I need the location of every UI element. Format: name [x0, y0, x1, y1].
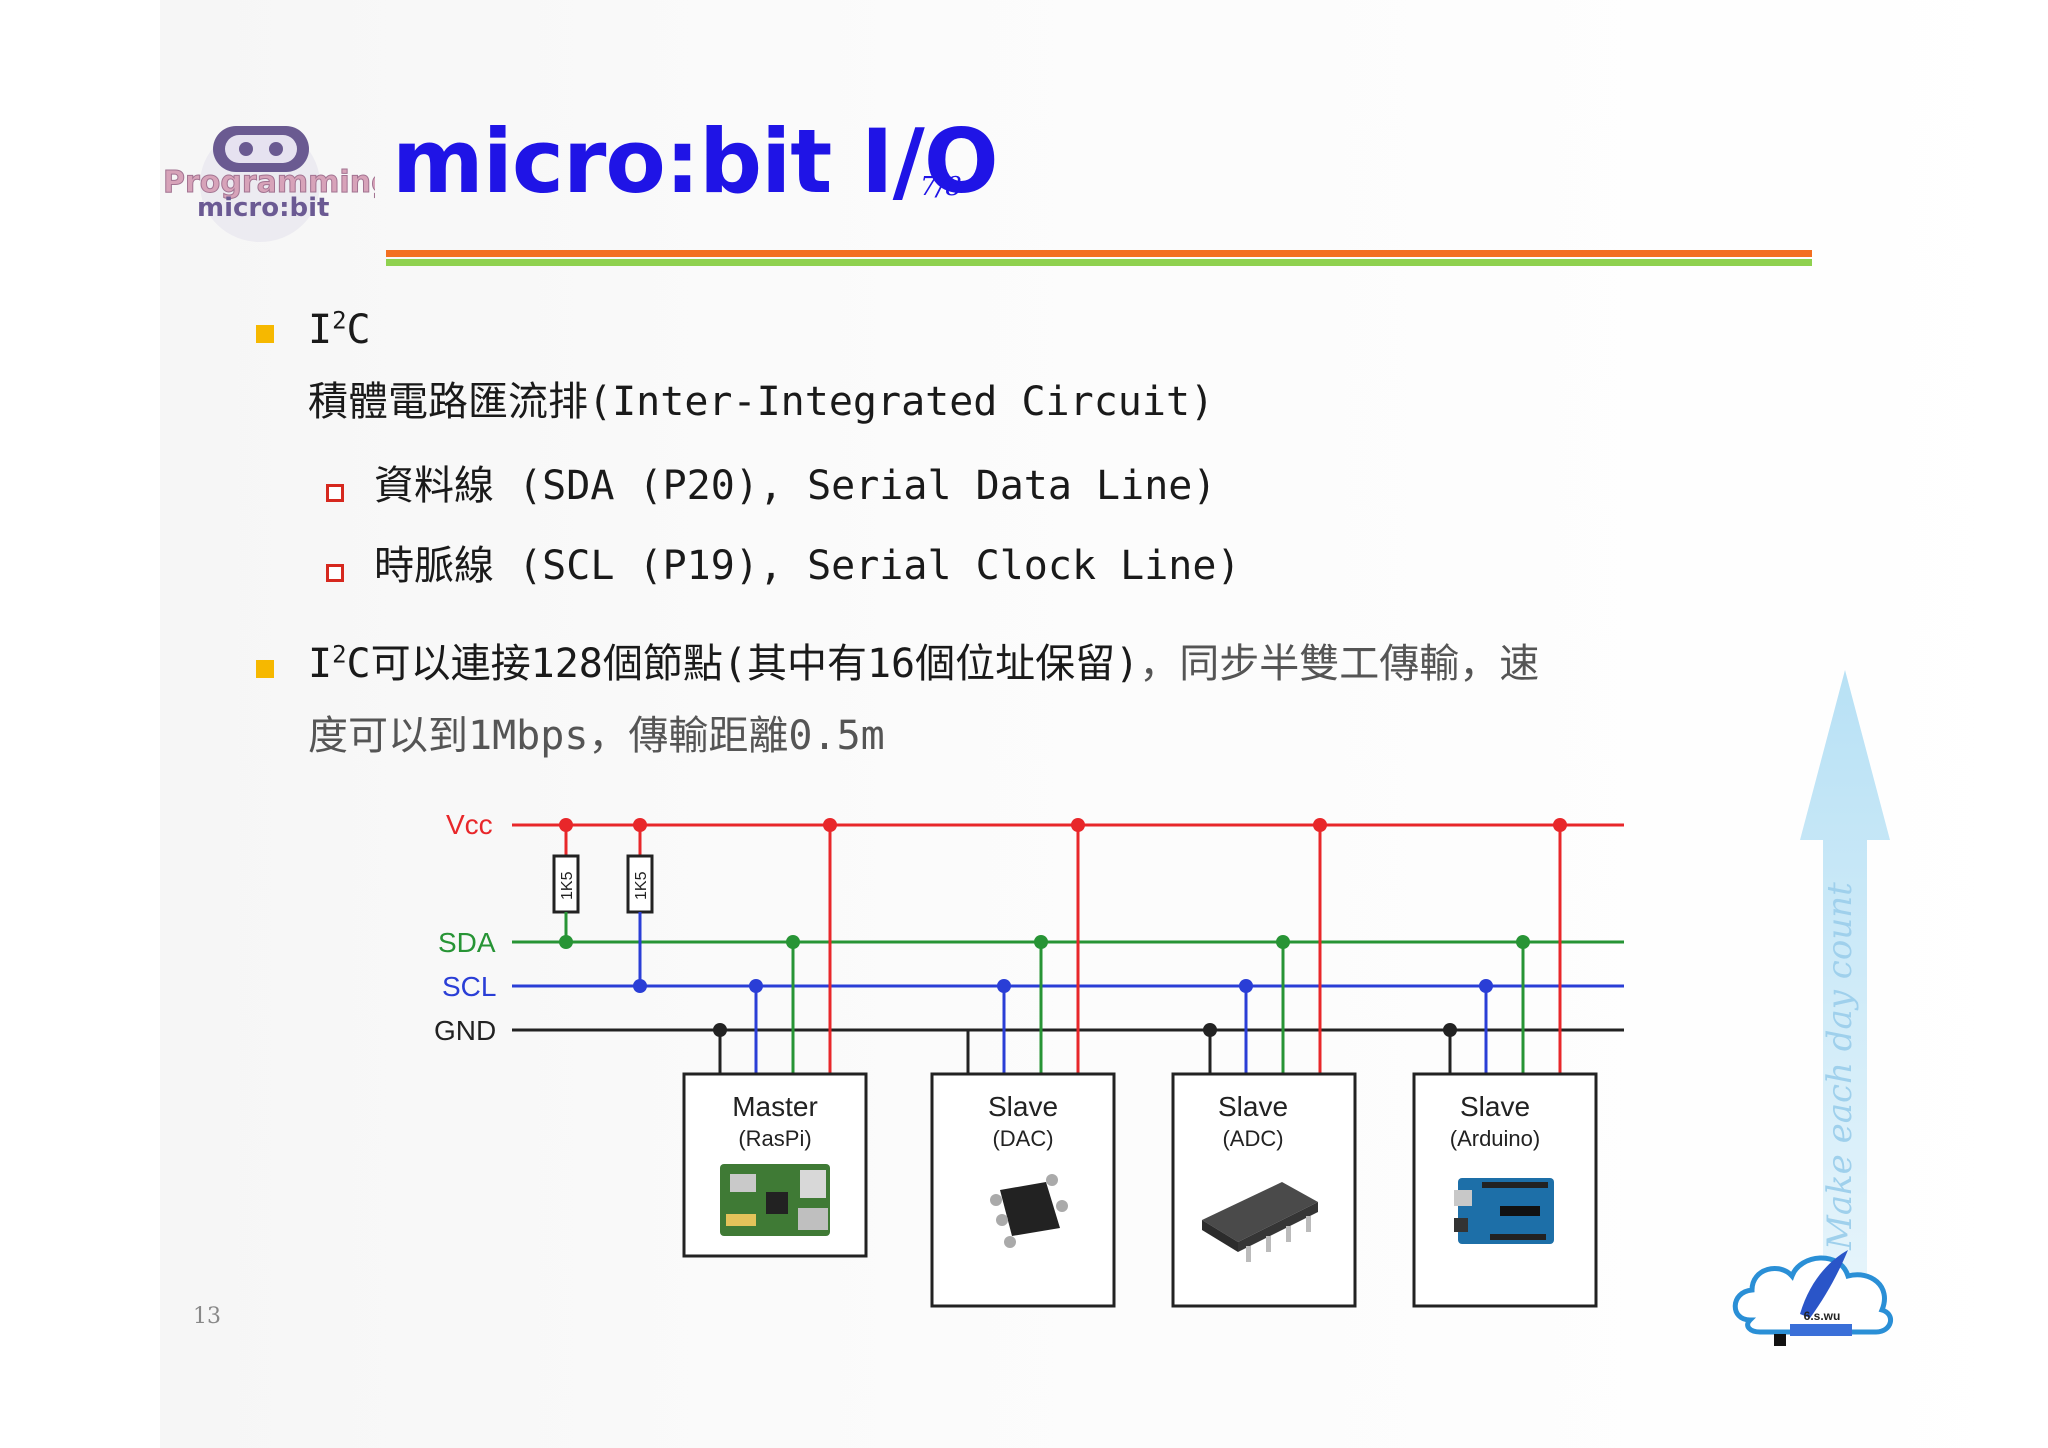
bullet-2-gray-text: ，同步半雙工傳輸，速 — [1139, 641, 1540, 687]
slide-title: micro:bit I/O — [392, 110, 999, 213]
device-sub: (ADC) — [1222, 1126, 1283, 1151]
raspberry-pi-board-icon — [720, 1164, 830, 1236]
author-cloud-logo: 6.s.wu — [1732, 1250, 1893, 1346]
device-name: Slave — [1218, 1091, 1288, 1122]
gnd-label: GND — [434, 1015, 496, 1046]
cloud-logo-text: 6.s.wu — [1804, 1309, 1841, 1323]
title-rule-green — [386, 259, 1812, 266]
i2c-prefix: I — [308, 307, 333, 353]
decorative-up-arrow-icon — [1800, 670, 1890, 1280]
sub-bullet-icon — [326, 564, 344, 582]
sda-label: SDA — [438, 927, 496, 958]
i2c-superscript: 2 — [332, 640, 347, 669]
sub-item-sda: 資料線 (SDA (P20), Serial Data Line) — [374, 463, 1217, 509]
slide-page-number: 13 — [193, 1304, 221, 1329]
resistor-1 — [552, 854, 580, 914]
junction-dot — [633, 979, 647, 993]
device-master: Master (RasPi) — [682, 818, 868, 1258]
device-name: Slave — [1460, 1091, 1530, 1122]
scl-label: SCL — [442, 971, 496, 1002]
bullet-1-description: 積體電路匯流排(Inter-Integrated Circuit) — [308, 379, 1215, 425]
i2c-bus-diagram: Vcc SDA SCL GND 1K5 1K5 Master (RasPi) — [434, 809, 1624, 1308]
side-slogan: Make each day count — [1820, 882, 1860, 1250]
junction-dot — [633, 818, 647, 832]
quill-icon — [1800, 1250, 1848, 1318]
logo-top-text: Programming — [163, 165, 375, 200]
device-sub: (RasPi) — [738, 1126, 811, 1151]
device-name: Master — [732, 1091, 818, 1122]
bullet-2-line-2: 度可以到1Mbps，傳輸距離0.5m — [308, 713, 885, 759]
i2c-superscript: 2 — [332, 306, 347, 335]
device-sub: (Arduino) — [1450, 1126, 1540, 1151]
device-slave-dac: Slave (DAC) — [930, 818, 1116, 1308]
junction-dot — [559, 935, 573, 949]
bullet-2-dark-text: C可以連接128個節點(其中有16個位址保留) — [346, 641, 1140, 687]
i2c-prefix: I — [308, 641, 333, 687]
resistor-2-label: 1K5 — [633, 871, 650, 900]
device-slave-arduino: Slave (Arduino) — [1412, 818, 1598, 1308]
programming-microbit-logo: Programming micro:bit — [163, 126, 375, 242]
arduino-board-icon — [1454, 1178, 1554, 1244]
sub-bullet-icon — [326, 484, 344, 502]
dac-chip-icon — [990, 1174, 1068, 1248]
section-page-fraction: 7/8 — [920, 172, 962, 202]
vcc-label: Vcc — [446, 809, 493, 840]
bullet-square-icon — [256, 660, 274, 678]
i2c-suffix: C — [346, 307, 371, 353]
title-rule-orange — [386, 250, 1812, 257]
junction-dot — [559, 818, 573, 832]
resistor-1-label: 1K5 — [559, 871, 576, 900]
adc-ic-chip-icon — [1202, 1182, 1318, 1262]
bullet-square-icon — [256, 325, 274, 343]
bullet-2-line-1: I2C可以連接128個節點(其中有16個位址保留)，同步半雙工傳輸，速 — [308, 640, 1539, 688]
logo-bottom-text: micro:bit — [197, 193, 329, 223]
sub-item-scl: 時脈線 (SCL (P19), Serial Clock Line) — [374, 543, 1241, 589]
device-sub: (DAC) — [992, 1126, 1053, 1151]
device-name: Slave — [988, 1091, 1058, 1122]
bullet-1-heading: I2C — [308, 306, 371, 354]
device-slave-adc: Slave (ADC) — [1171, 818, 1357, 1308]
